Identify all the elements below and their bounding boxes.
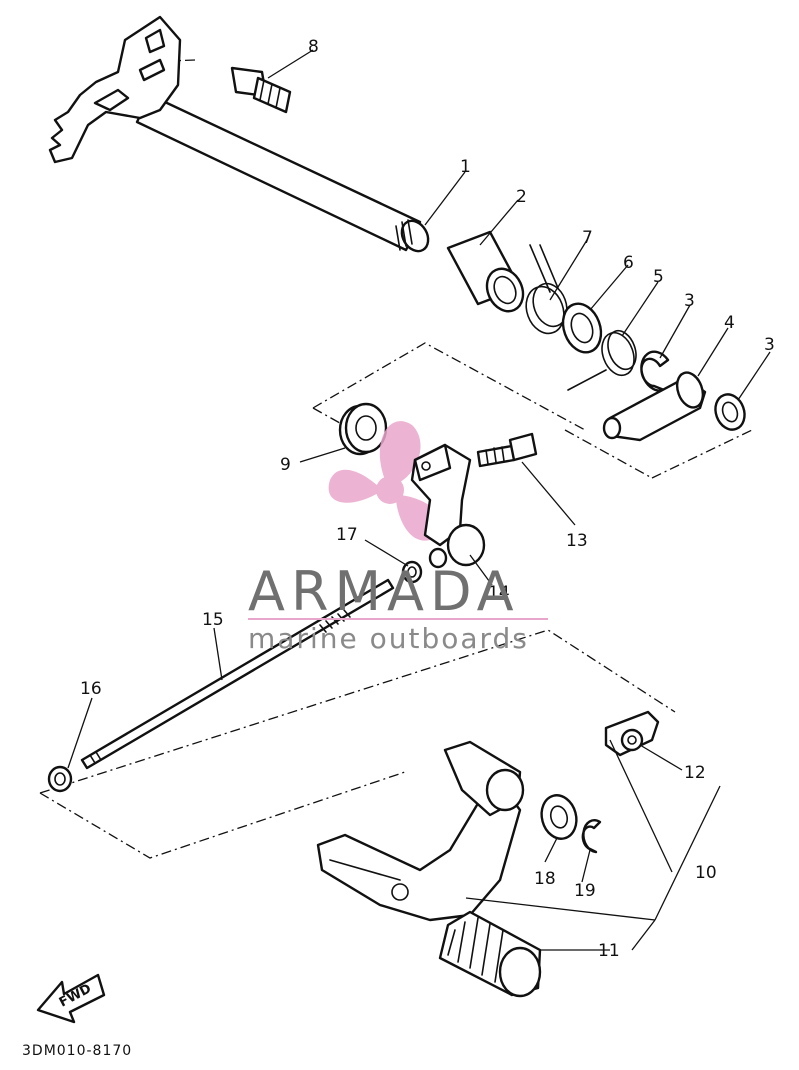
part-washer-lower bbox=[540, 794, 578, 840]
part-shift-shaft bbox=[48, 15, 430, 253]
leader-lines bbox=[67, 49, 771, 951]
part-spring bbox=[525, 244, 568, 335]
callout-6: 6 bbox=[623, 253, 634, 273]
part-shift-rod bbox=[80, 578, 395, 770]
callout-16: 16 bbox=[80, 679, 102, 699]
callout-labels: 1 2 3 3 4 5 6 7 8 9 10 11 12 13 14 15 16… bbox=[80, 37, 775, 961]
watermark-underline bbox=[248, 618, 548, 620]
callout-19: 19 bbox=[574, 881, 596, 901]
part-collar bbox=[446, 230, 525, 313]
callout-3a: 3 bbox=[684, 291, 695, 311]
callout-3b: 3 bbox=[764, 335, 775, 355]
callout-4: 4 bbox=[724, 313, 735, 333]
part-nut-lower bbox=[47, 765, 73, 793]
callout-13: 13 bbox=[566, 531, 588, 551]
part-circlip-lower bbox=[714, 393, 746, 431]
callout-8: 8 bbox=[308, 37, 319, 57]
part-shift-pedal bbox=[316, 740, 525, 922]
part-pedal-rubber bbox=[438, 910, 542, 998]
callout-9: 9 bbox=[280, 455, 291, 475]
part-shift-arm bbox=[410, 443, 486, 569]
part-washer bbox=[561, 302, 603, 354]
part-nut-upper bbox=[401, 560, 423, 584]
watermark-tagline: marine outboards bbox=[248, 622, 529, 655]
callout-17: 17 bbox=[336, 525, 358, 545]
callout-11: 11 bbox=[598, 941, 620, 961]
watermark-brand: ARMADA bbox=[248, 560, 520, 623]
callout-7: 7 bbox=[582, 228, 593, 248]
part-rod-end bbox=[604, 710, 660, 757]
part-circlip-upper bbox=[640, 350, 670, 392]
part-clip bbox=[581, 819, 602, 854]
callout-5: 5 bbox=[653, 267, 664, 287]
callout-18: 18 bbox=[534, 869, 556, 889]
callout-2: 2 bbox=[516, 187, 527, 207]
callout-10: 10 bbox=[695, 863, 717, 883]
part-bolt bbox=[476, 432, 538, 468]
part-torsion-spring bbox=[567, 329, 637, 391]
part-bearing bbox=[338, 402, 388, 456]
callout-14: 14 bbox=[488, 583, 510, 603]
diagram-code: 3DM010-8170 bbox=[22, 1043, 132, 1059]
fwd-arrow-icon: FWD bbox=[36, 973, 106, 1024]
part-stopper-bolt bbox=[230, 66, 292, 114]
callout-1: 1 bbox=[460, 157, 471, 177]
callout-15: 15 bbox=[202, 610, 224, 630]
callout-12: 12 bbox=[684, 763, 706, 783]
part-shift-lever bbox=[602, 371, 707, 442]
